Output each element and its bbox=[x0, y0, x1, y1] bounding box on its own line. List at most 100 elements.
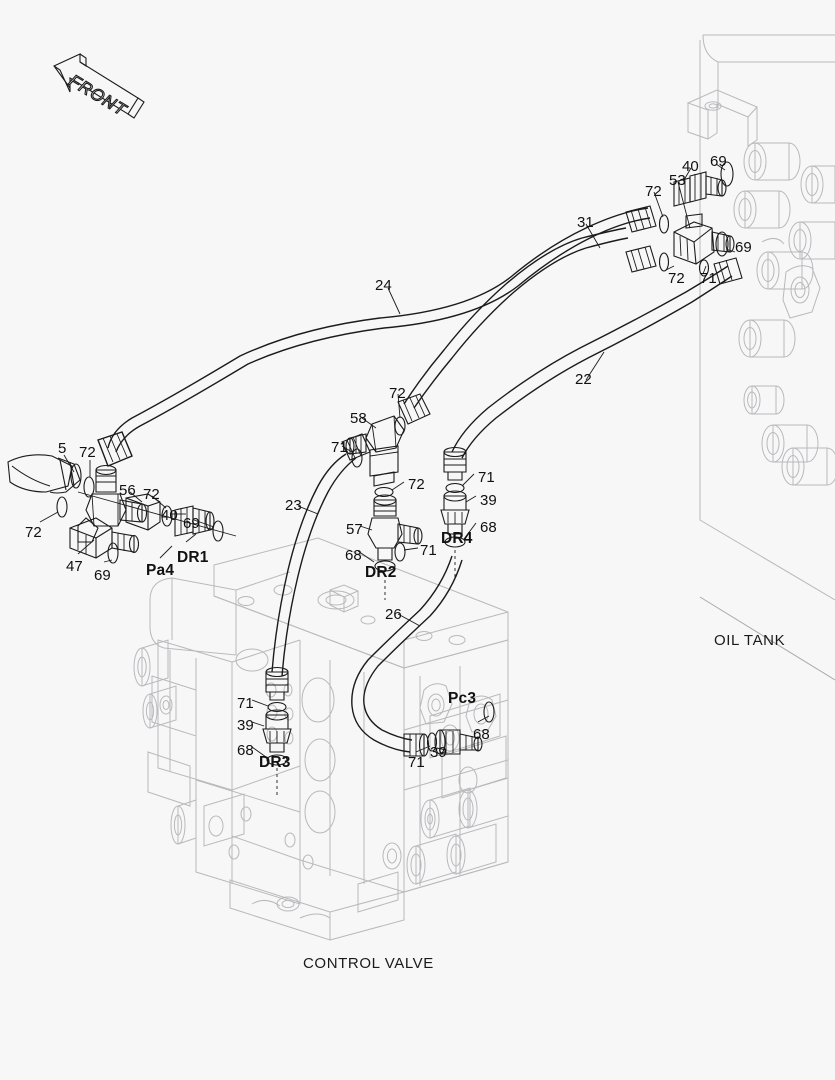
oring-72-f bbox=[658, 214, 670, 234]
callout-69-c: 69 bbox=[710, 153, 727, 170]
hose-31-tank-ferrule bbox=[625, 205, 657, 233]
hose-23-lower-ferrule bbox=[265, 666, 289, 701]
leader-lines bbox=[39, 163, 736, 758]
callout-71-c: 71 bbox=[478, 469, 495, 486]
hose-24 bbox=[97, 207, 651, 467]
callout-53: 53 bbox=[669, 172, 686, 189]
hose-22 bbox=[451, 265, 733, 459]
callout-71-b: 71 bbox=[420, 542, 437, 559]
part-53-tee bbox=[673, 213, 735, 265]
part-39-adapter-b bbox=[262, 709, 292, 753]
hose-label-26: 26 bbox=[385, 606, 402, 623]
callout-40-b: 40 bbox=[682, 158, 699, 175]
callout-5: 5 bbox=[58, 440, 67, 457]
callout-72-a: 72 bbox=[79, 444, 96, 461]
oring-69-c bbox=[720, 161, 734, 187]
hose-26-ferrule bbox=[403, 733, 430, 757]
front-arrow-icon: FRONT bbox=[53, 53, 145, 121]
part-39-adapter-a bbox=[440, 490, 470, 535]
oring-71-e bbox=[426, 732, 438, 752]
callout-68-b: 68 bbox=[480, 519, 497, 536]
oring-71-b bbox=[394, 542, 406, 562]
hose-31-ferrule bbox=[397, 393, 431, 425]
callout-39-c: 39 bbox=[430, 744, 447, 761]
callout-57: 57 bbox=[346, 521, 363, 538]
oring-72-b bbox=[56, 496, 68, 518]
oring-69-d bbox=[715, 231, 729, 257]
oring-72-a bbox=[83, 476, 95, 498]
part-47-fitting bbox=[69, 517, 140, 559]
centre-fitting-assembly bbox=[341, 393, 431, 600]
port-label-dr2: DR2 bbox=[365, 564, 397, 581]
oring-71-f bbox=[698, 259, 710, 277]
oring-72-g bbox=[658, 252, 670, 272]
oring-69-b bbox=[212, 520, 224, 542]
port-label-dr3: DR3 bbox=[259, 754, 291, 771]
part-40-adapter-b bbox=[673, 171, 727, 207]
hose-23 bbox=[271, 453, 357, 677]
callout-39-b: 39 bbox=[237, 717, 254, 734]
callout-71-f: 71 bbox=[700, 270, 717, 287]
hose-22-tank-ferrule bbox=[625, 245, 657, 273]
hose-22-tank-end bbox=[713, 257, 743, 285]
port-label-pa4: Pa4 bbox=[146, 562, 175, 579]
tank-fitting-assembly bbox=[625, 161, 743, 285]
callout-71-d: 71 bbox=[237, 695, 254, 712]
callout-72-c: 72 bbox=[143, 486, 160, 503]
callout-68-d: 68 bbox=[473, 726, 490, 743]
dr3-assembly bbox=[262, 666, 292, 796]
caption-oil-tank: OIL TANK bbox=[714, 632, 786, 649]
port-label-pc3: Pc3 bbox=[448, 690, 477, 707]
port-label-dr1: DR1 bbox=[177, 549, 209, 566]
hose-label-24: 24 bbox=[375, 277, 392, 294]
callout-72-e: 72 bbox=[408, 476, 425, 493]
front-orientation-marker: FRONT bbox=[50, 48, 170, 153]
hose-31 bbox=[403, 227, 629, 409]
callout-68-a: 68 bbox=[345, 547, 362, 564]
callout-40-a: 40 bbox=[161, 507, 178, 524]
caption-control-valve: CONTROL VALVE bbox=[303, 955, 434, 972]
callout-72-f: 72 bbox=[645, 183, 662, 200]
port-label-dr4: DR4 bbox=[441, 530, 473, 547]
callout-58: 58 bbox=[350, 410, 367, 427]
pc3-assembly bbox=[403, 701, 495, 757]
hose-label-23: 23 bbox=[285, 497, 302, 514]
callout-72-d: 72 bbox=[389, 385, 406, 402]
dr4-assembly bbox=[440, 446, 470, 580]
oring-68-b bbox=[444, 536, 466, 548]
oring-71-a bbox=[351, 448, 363, 468]
callout-72-g: 72 bbox=[668, 270, 685, 287]
tank-port-bosses bbox=[733, 142, 835, 486]
oring-72-c bbox=[161, 505, 173, 527]
oring-68-a bbox=[374, 560, 396, 572]
callout-56: 56 bbox=[119, 482, 136, 499]
oring-72-e bbox=[374, 486, 394, 498]
hose-22-ferrule bbox=[443, 446, 467, 481]
oring-68-c bbox=[266, 754, 288, 766]
callout-47: 47 bbox=[66, 558, 83, 575]
part-39-adapter-c bbox=[434, 729, 483, 755]
oring-68-d bbox=[483, 701, 495, 723]
part-56-nut bbox=[125, 493, 161, 531]
callout-71-a: 71 bbox=[331, 439, 348, 456]
callout-68-c: 68 bbox=[237, 742, 254, 759]
oring-71-c bbox=[445, 482, 465, 494]
part-5-plug bbox=[7, 454, 82, 494]
hose-label-31: 31 bbox=[577, 214, 594, 231]
callout-69-a: 69 bbox=[94, 567, 111, 584]
callout-39-a: 39 bbox=[480, 492, 497, 509]
hose-23-ferrule bbox=[341, 433, 371, 461]
callout-71-e: 71 bbox=[408, 754, 425, 771]
hose-24-ferrule bbox=[97, 431, 133, 467]
callout-69-b: 69 bbox=[183, 515, 200, 532]
part-57-tee bbox=[367, 494, 423, 561]
callout-72-b: 72 bbox=[25, 524, 42, 541]
hose-26 bbox=[351, 555, 463, 753]
front-arrow-label: FRONT bbox=[66, 71, 131, 120]
tank-bracket bbox=[686, 89, 758, 147]
oring-69-a bbox=[107, 542, 119, 564]
callout-69-d: 69 bbox=[735, 239, 752, 256]
oring-71-d bbox=[267, 701, 287, 713]
